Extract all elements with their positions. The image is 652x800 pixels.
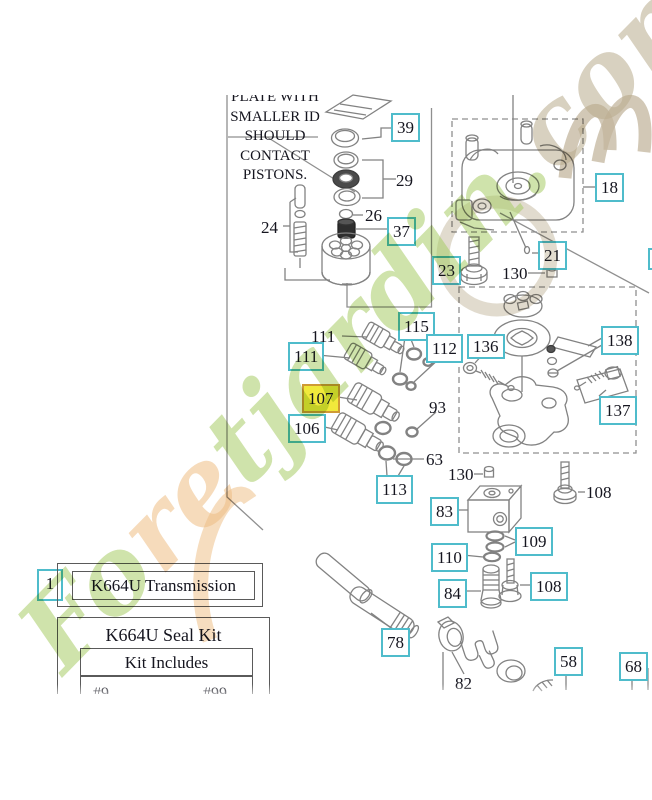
part-label-82: 82 [455,674,472,693]
seal-kit-box-outer [57,617,270,694]
part-label-26: 26 [365,206,382,225]
callout-106[interactable]: 106 [288,414,326,444]
callout-cutoff-right[interactable] [648,248,652,270]
note-line: PISTONS. [242,167,308,183]
callout-112[interactable]: 112 [426,334,463,364]
callout-78[interactable]: 78 [381,628,410,658]
callout-68[interactable]: 68 [619,652,648,682]
kit-item-left: #9 [93,685,109,694]
callout-113[interactable]: 113 [376,475,413,505]
part-label-130-bottom: 130 [448,465,474,484]
callout-1[interactable]: 1 [37,569,63,601]
transmission-box-outer [57,563,263,607]
kit-item-right: #99 [203,685,227,694]
note-line: CONTACT [240,147,310,164]
part-label-130-top: 130 [502,264,528,283]
callout-115[interactable]: 115 [398,312,435,342]
callout-21[interactable]: 21 [538,241,567,271]
callout-37[interactable]: 37 [387,217,416,247]
transmission-label: K664U Transmission [90,576,236,595]
leader-lines-top [353,127,396,230]
note-line: SHOULD [244,128,306,144]
note-line: SMALLER ID [230,108,320,125]
callout-58[interactable]: 58 [554,647,583,677]
callout-111[interactable]: 111 [288,342,325,372]
callout-107-highlighted[interactable]: 107 [302,384,340,414]
cylinder-head-parts-drawing [454,461,585,609]
callout-84[interactable]: 84 [438,579,467,609]
callout-108[interactable]: 108 [530,572,568,602]
check-valve-spring-drawing [283,184,330,281]
part-label-24: 24 [261,218,278,237]
kit-items-row: #9 #99 [80,676,253,694]
callout-23[interactable]: 23 [432,256,461,286]
note-line: PLATE WITH [231,95,319,105]
part-label-29: 29 [396,171,413,190]
kit-includes-label: Kit Includes [124,653,209,672]
kit-includes-box [80,648,253,676]
cylinder-block-drawing [321,232,371,286]
callout-18[interactable]: 18 [595,173,624,203]
callout-137[interactable]: 137 [599,396,637,426]
callout-110[interactable]: 110 [431,543,468,573]
part-label-108: 108 [586,483,612,502]
piston-rod-drawing [315,552,633,692]
callout-109[interactable]: 109 [515,527,553,557]
callout-83[interactable]: 83 [430,497,459,527]
part-label-111: 111 [311,327,336,346]
callout-39[interactable]: 39 [391,113,420,143]
callout-138[interactable]: 138 [601,326,639,356]
callout-136[interactable]: 136 [467,334,505,360]
part-label-63: 63 [426,450,443,469]
note-plate-contact: PLATE WITH SMALLER ID SHOULD CONTACT PIS… [229,95,321,187]
seal-kit-label: K664U Seal Kit [105,625,222,645]
part-label-93: 93 [429,398,446,417]
